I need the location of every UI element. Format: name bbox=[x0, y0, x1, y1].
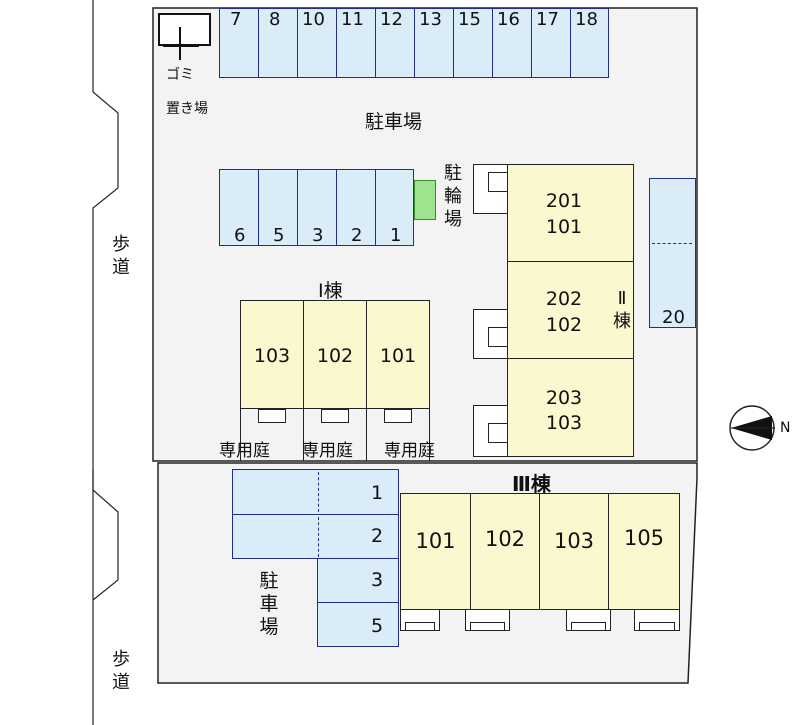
building-iii-unit-103: 103 bbox=[539, 493, 609, 610]
parking-south-label: 駐車場 bbox=[259, 570, 279, 638]
parking-lot-17: 17 bbox=[531, 8, 571, 78]
parking-south-lot-1: 1 bbox=[232, 469, 399, 515]
parking-lot-3: 3 bbox=[297, 169, 337, 246]
building-iii-unit-105: 105 bbox=[608, 493, 680, 610]
entrance-step-inner bbox=[470, 622, 505, 631]
building-iii-title: Ⅲ棟 bbox=[512, 472, 551, 496]
parking-lot-2: 2 bbox=[336, 169, 376, 246]
parking-lot-1: 1 bbox=[375, 169, 414, 246]
building-i-unit-101: 101 bbox=[366, 300, 430, 409]
building-iii-unit-101: 101 bbox=[400, 493, 471, 610]
parking-lot-8: 8 bbox=[258, 8, 298, 78]
entrance-step-inner bbox=[405, 622, 435, 631]
garbage-area-divider bbox=[179, 27, 181, 60]
building-i-unit-103: 103 bbox=[240, 300, 304, 409]
parking-top-row: 7 8 10 11 12 13 15 16 17 18 bbox=[219, 8, 609, 78]
private-garden-label: 専用庭 bbox=[219, 441, 270, 461]
entrance-step-inner bbox=[639, 622, 675, 631]
lot-divider bbox=[652, 243, 692, 244]
lot-divider bbox=[318, 472, 319, 512]
parking-lot-11: 11 bbox=[336, 8, 376, 78]
garbage-area-bar bbox=[163, 45, 199, 47]
sidewalk-edge-south bbox=[92, 470, 119, 601]
entrance-step-inner bbox=[488, 172, 508, 192]
parking-lot-13: 13 bbox=[414, 8, 454, 78]
garden-divider bbox=[303, 408, 305, 461]
entrance-step-inner bbox=[488, 423, 508, 443]
building-ii-unit-201-101: 201 101 bbox=[507, 164, 634, 262]
entrance-step bbox=[258, 409, 286, 423]
bike-parking-area bbox=[414, 180, 436, 220]
building-ii-unit-202-102: 202 102 bbox=[507, 261, 634, 359]
parking-lot-12: 12 bbox=[375, 8, 415, 78]
north-arrow-icon bbox=[729, 405, 775, 451]
parking-mid-row: 6 5 3 2 1 bbox=[219, 169, 414, 246]
parking-label: 駐車場 bbox=[365, 111, 423, 133]
building-ii-unit-203-103: 203 103 bbox=[507, 358, 634, 457]
parking-south-lot-3: 3 bbox=[317, 558, 399, 603]
bike-parking-label: 駐輪場 bbox=[444, 163, 462, 230]
entrance-step-inner bbox=[488, 327, 508, 347]
parking-lot-7: 7 bbox=[219, 8, 259, 78]
garbage-area bbox=[158, 13, 211, 46]
sidewalk-label-south: 歩道 bbox=[112, 649, 130, 693]
parking-lot-18: 18 bbox=[570, 8, 609, 78]
parking-lot-20: 20 bbox=[649, 178, 696, 328]
sidewalk-label: 歩道 bbox=[112, 234, 130, 278]
north-label: N bbox=[780, 420, 791, 436]
entrance-step bbox=[321, 409, 349, 423]
private-garden-label: 専用庭 bbox=[384, 441, 435, 461]
private-garden-label: 専用庭 bbox=[302, 441, 353, 461]
parking-south-lot-5: 5 bbox=[317, 602, 399, 647]
garden-divider bbox=[366, 408, 368, 461]
garbage-label: ゴミ bbox=[166, 67, 194, 83]
parking-lot-15: 15 bbox=[453, 8, 493, 78]
parking-lot-6: 6 bbox=[219, 169, 259, 246]
parking-south-lot-2: 2 bbox=[232, 514, 399, 559]
garden-dividers bbox=[240, 408, 430, 461]
entrance-step-inner bbox=[571, 622, 606, 631]
building-i-title: Ⅰ棟 bbox=[318, 280, 343, 302]
parking-lot-16: 16 bbox=[492, 8, 532, 78]
lot-divider bbox=[318, 517, 319, 557]
parking-lot-5: 5 bbox=[258, 169, 298, 246]
sidewalk-edge bbox=[92, 0, 119, 725]
garbage-label-2: 置き場 bbox=[166, 101, 208, 117]
building-iii-unit-102: 102 bbox=[470, 493, 540, 610]
entrance-step bbox=[384, 409, 412, 423]
parking-lot-10: 10 bbox=[297, 8, 337, 78]
building-i-unit-102: 102 bbox=[303, 300, 367, 409]
